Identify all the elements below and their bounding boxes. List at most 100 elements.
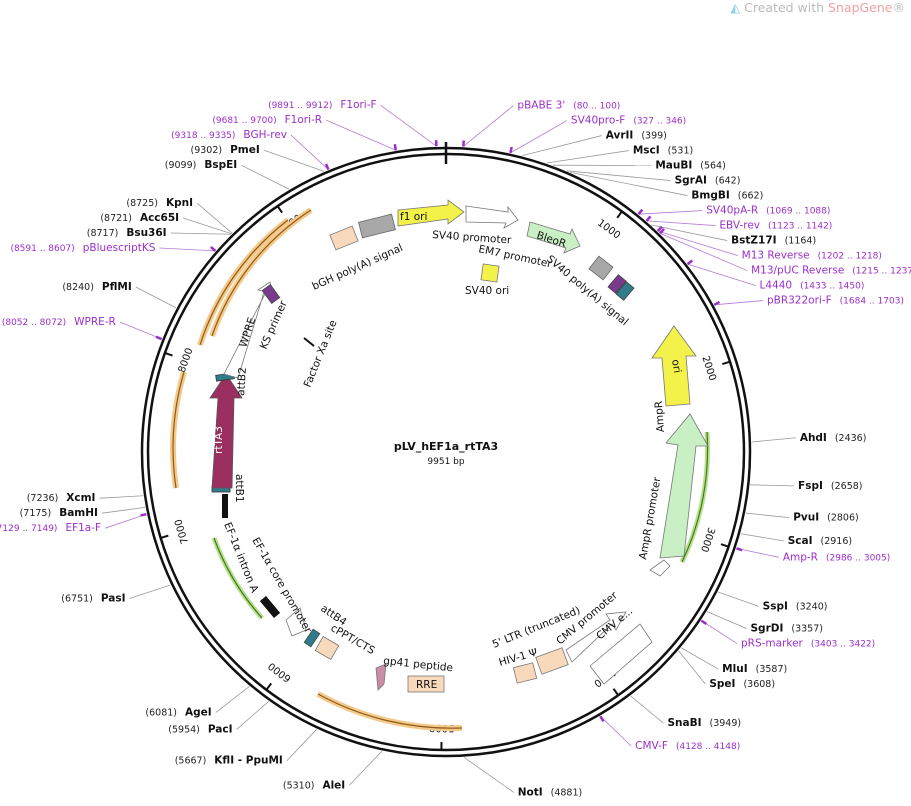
tick-label: 2000 <box>699 355 717 383</box>
primer-mark <box>659 228 666 235</box>
primer-mark <box>509 146 513 154</box>
primer-mark <box>155 335 163 341</box>
primer-leader <box>659 232 748 271</box>
site-leader <box>99 495 144 499</box>
primer-name: CMV-F <box>635 740 668 752</box>
primer-leader <box>646 220 716 226</box>
site-leader <box>170 232 231 235</box>
arc-ef1a-line <box>213 537 263 619</box>
feature-label-rtta3: rtTA3 <box>213 426 225 454</box>
primer-label: (9318 .. 9335)BGH-rev <box>171 129 287 141</box>
site-name: KpnI <box>166 197 193 209</box>
primer-name: SV40pro-F <box>571 115 625 127</box>
site-name: PmeI <box>230 144 260 156</box>
site-position: (2658) <box>831 481 863 492</box>
site-leader <box>464 757 514 793</box>
primer-position: (9681 .. 9700) <box>212 116 276 126</box>
site-label: BmgBI(662) <box>691 190 763 202</box>
primer-leader <box>701 620 738 644</box>
feature-label-rre: RRE <box>416 679 437 691</box>
tick-label: 3000 <box>698 526 717 554</box>
site-label: SpeI(3608) <box>709 678 775 690</box>
site-name: KflI - PpuMI <box>214 755 283 767</box>
primer-label: CMV-F(4128 .. 4148) <box>635 740 740 752</box>
feature-label-wpre: WPRE <box>237 316 258 349</box>
site-label: PvuI(2806) <box>793 512 859 524</box>
site-position: (662) <box>738 191 764 202</box>
branding-name: SnapGene <box>828 0 893 15</box>
rtta3-arrow <box>209 373 243 489</box>
snapgene-logo-icon: ◭ <box>730 0 741 15</box>
branding-mark: ® <box>892 0 906 15</box>
primer-name: L4440 <box>759 280 792 292</box>
primer-label: pBABE 3'(80 .. 100) <box>517 100 620 112</box>
site-name: PasI <box>101 593 126 605</box>
primer-name: pRS-marker <box>741 637 804 649</box>
site-leader <box>751 437 796 443</box>
primer-name: pBABE 3' <box>517 100 565 112</box>
cmv-enhancer-arrow <box>589 623 653 685</box>
bgh-polya-box <box>358 213 396 239</box>
site-name: Bsu36I <box>126 227 166 239</box>
primer-label: (7129 .. 7149)EF1a-F <box>0 522 101 534</box>
primer-leader <box>104 513 147 529</box>
site-name: FspI <box>798 480 823 492</box>
site-leader <box>286 729 317 762</box>
feature-label-ampr: AmpR <box>653 400 667 432</box>
primer-name: Amp-R <box>783 551 818 563</box>
site-label: MscI(531) <box>633 145 693 157</box>
primer-label: (8591 .. 8607)pBluescriptKS <box>10 242 155 254</box>
feature-label-sv40-ori: SV40 ori <box>465 285 509 297</box>
f1-ori-arrow <box>397 199 465 227</box>
feature-label-attb2: attB2 <box>235 367 249 396</box>
feature-label-ori: ori <box>669 358 683 374</box>
site-name: SpeI <box>709 678 735 690</box>
site-leader <box>182 217 232 235</box>
site-leader <box>546 150 629 164</box>
site-label: (9302)PmeI <box>191 144 260 156</box>
site-leader <box>678 650 706 685</box>
plasmid-name: pLV_hEF1a_rtTA3 <box>394 440 498 453</box>
primer-label: M13/pUC Reverse(1215 .. 1237) <box>751 265 911 277</box>
tick-mark <box>160 534 169 539</box>
tick-mark <box>164 351 173 357</box>
tick-label: 1000 <box>595 218 622 242</box>
site-and-primer-labels: AvrII(399)MscI(531)MauBI(564)SgrAI(642)B… <box>0 99 911 798</box>
site-name: BstZ17I <box>731 235 776 247</box>
primer-leader <box>119 321 162 340</box>
site-name: XcmI <box>66 492 95 504</box>
primer-mark <box>713 300 721 306</box>
primer-label: L4440(1433 .. 1450) <box>759 280 864 292</box>
site-label: (6751)PasI <box>61 593 125 605</box>
feature-label-ampr-promoter: AmpR promoter <box>637 476 663 561</box>
primer-leader <box>736 547 779 558</box>
site-name: PvuI <box>793 512 819 524</box>
site-name: MauBI <box>655 160 692 172</box>
primer-mark <box>599 715 605 723</box>
site-position: (2916) <box>821 536 853 547</box>
tick-mark <box>720 543 729 548</box>
primer-label: (9681 .. 9700)F1ori-R <box>212 114 322 126</box>
site-name: AhdI <box>800 432 827 444</box>
tick-mark <box>265 682 273 691</box>
arc-7800 <box>170 371 187 489</box>
arc-7800-line <box>172 371 185 489</box>
primer-mark <box>736 547 743 552</box>
sv40-ori-box <box>480 263 500 283</box>
site-position: (2436) <box>835 433 867 444</box>
primer-name: SV40pA-R <box>706 205 758 217</box>
feature-shapes <box>209 199 709 693</box>
feature-label-cppt: cPPT/CTS <box>329 622 378 657</box>
primer-label: Amp-R(2986 .. 3005) <box>783 551 890 563</box>
primer-mark <box>700 619 708 625</box>
site-label: (5667)KflI - PpuMI <box>175 755 283 767</box>
tick-mark <box>612 688 619 696</box>
site-position: (9099) <box>165 160 197 171</box>
site-position: (642) <box>715 176 741 187</box>
primer-leader <box>687 263 756 286</box>
site-leader <box>263 149 325 172</box>
ampr-arrow <box>659 413 709 559</box>
site-leader <box>241 164 290 190</box>
sv40-polya-marker <box>607 274 627 294</box>
site-position: (3357) <box>791 623 823 634</box>
